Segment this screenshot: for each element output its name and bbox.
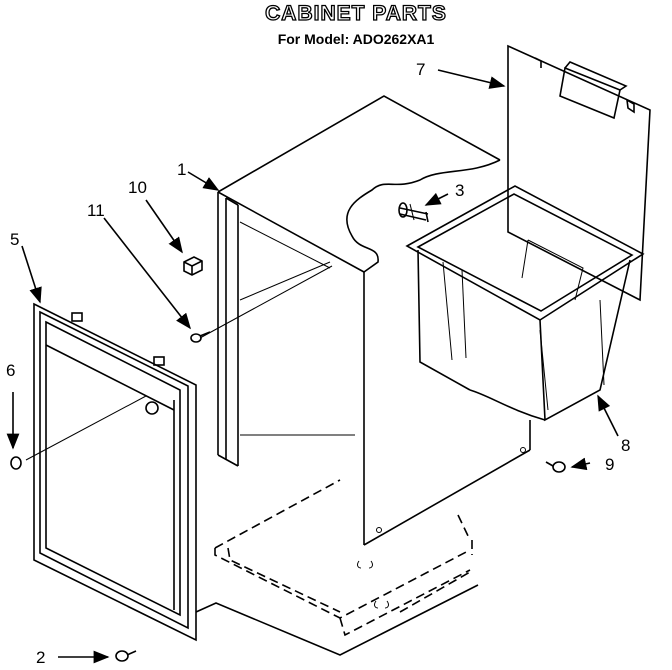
screw-part-9 <box>545 461 566 473</box>
spacer-block-part <box>183 256 203 276</box>
callout-11: 11 <box>87 201 105 220</box>
rear-filter-grille <box>507 44 651 302</box>
front-grille-panel <box>33 302 197 642</box>
cabinet-shell <box>217 95 531 546</box>
callout-6: 6 <box>6 361 15 380</box>
base-dashed-outline <box>195 479 479 656</box>
callout-2: 2 <box>36 648 45 667</box>
callout-5: 5 <box>10 230 19 249</box>
callout-labels: 1 2 3 5 6 7 8 9 10 11 <box>6 60 630 667</box>
screw-part-2 <box>115 650 137 662</box>
screw-hole <box>376 527 382 533</box>
screw-hole <box>520 447 526 453</box>
screw-part-11 <box>190 331 211 343</box>
knob-part <box>10 456 22 470</box>
callout-leaders <box>6 69 619 664</box>
callout-7: 7 <box>416 60 425 79</box>
callout-3: 3 <box>455 181 464 200</box>
callout-1: 1 <box>177 160 186 179</box>
control-knob-opening <box>145 401 159 415</box>
model-subtitle: For Model: ADO262XA1 <box>277 31 435 47</box>
callout-10: 10 <box>128 178 147 197</box>
bolt-part <box>398 202 429 223</box>
callout-9: 9 <box>605 455 614 474</box>
callout-8: 8 <box>621 436 630 455</box>
page-title: CABINET PARTS <box>264 1 447 25</box>
drip-tray <box>405 185 645 422</box>
